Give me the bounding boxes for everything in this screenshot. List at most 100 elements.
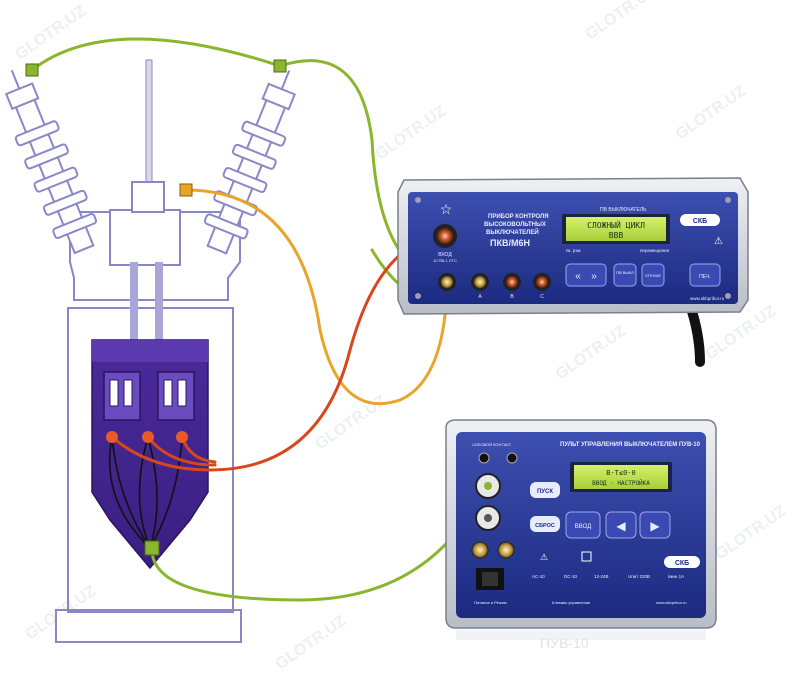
watermark-text: GLOTR.UZ [553,322,630,383]
contact-node-3 [176,431,188,443]
device1-model: ПКВ/М6Н [490,238,530,248]
device2-top-left-label: СИЛОВОЙ КОНТАКТ [472,442,512,447]
device2-footer-left: Питание и Режим [474,600,507,605]
arrow-right-icon: ▶ [650,519,660,533]
device2-label-0: AC-10 [532,574,545,579]
device1-pv-button[interactable] [613,263,637,287]
right-insulator [203,70,296,255]
connection-nodes [25,59,287,556]
device1-read-button[interactable] [641,263,665,287]
green-bridge-wire [30,37,282,72]
input-label-a: А [478,294,482,300]
watermark-text: GLOTR.UZ [373,102,450,163]
breaker-bushing-right [157,371,195,421]
device1-logo-badge [680,214,720,226]
watermark-text: GLOTR.UZ [273,612,350,673]
vhod-sub-label: 10 ПВ-1 ЛТС [433,258,457,263]
device2-label-4: Iмин 1А [668,574,684,579]
device2-brass-jack[interactable] [471,541,489,559]
device1-input-jacks: А В С [438,273,551,300]
breaker-base [55,609,242,643]
screw [725,197,731,203]
device2-enter-label: ВВОД [575,524,591,530]
device1-btn-read-label: ЧТЕНИЕ [645,273,662,278]
orange-lead-rod [184,188,449,406]
star-icon: ☆ [440,201,453,217]
device2-footer-mid: Клеммы управления [552,600,590,605]
circuit-breaker-illustration [4,59,296,643]
watermark-text: GLOTR.UZ [313,392,390,453]
device1-website: www.skbpribor.ru [690,296,725,301]
device1-lcd-sub-right: перемещение [640,248,670,253]
device1-btn-pv-label: ПВ ВЫКЛ [616,270,634,275]
device1-print-button[interactable] [689,263,721,287]
square-icon [581,551,592,562]
terminal-node-rod [179,183,193,197]
device2-brass-jack[interactable] [497,541,515,559]
breaker-frame [67,307,234,613]
vhod-label: ВХОД [438,252,452,258]
device2-enter-button[interactable] [565,511,601,539]
ground-node [144,540,160,556]
device1-lcd-line2: ВВВ [609,231,624,240]
contact-node-2 [142,431,154,443]
red-lead-1 [110,234,447,472]
device1-lcd [566,217,666,241]
breaker-internal-wires [108,436,183,549]
device1-lcd-line1: СЛОЖНЫЙ ЦИКЛ [587,219,645,230]
breaker-rod-housing [131,181,165,213]
device2-lcd-line1: В-Т≤0-0 [606,469,636,477]
device2-small-jack[interactable] [506,452,518,464]
device1-btn-next: » [591,271,597,282]
device2-reset-button[interactable] [530,516,560,532]
arrow-left-icon: ◀ [616,519,626,533]
device2-website: www.skbpribor.ru [656,600,686,605]
green-lead-control [150,484,488,602]
warning-icon: ⚠ [540,552,548,562]
red-lead-2 [146,435,217,467]
device2-start-button[interactable] [530,482,560,498]
device2-label-1: DC-10 [564,574,578,579]
warning-icon: ⚠ [714,236,723,247]
breaker-head-block [109,209,181,266]
device2-bottom-labels: AC-10 DC-10 12-24В Uпит 220В Iмин 1А [532,574,684,579]
screw [725,293,731,299]
screw [415,197,421,203]
pkv-m6n-device: ☆ ПРИБОР КОНТРОЛЯ ВЫСОКОВОЛЬТНЫХ ВЫКЛЮЧА… [397,177,749,315]
device1-nav-button[interactable] [565,263,607,287]
terminal-node-left [25,63,39,77]
device1-logo: СКБ [693,218,707,225]
vhod-jack[interactable] [437,228,453,244]
device1-title-line2: ВЫСОКОВОЛЬТНЫХ [484,222,546,228]
device2-start-label: ПУСК [537,489,553,495]
device1-btn-print-label: ПЕЧ. [699,274,711,280]
watermark-text: GLOTR.UZ [583,0,660,43]
device2-right-button[interactable] [639,511,671,539]
breaker-inner-rod [130,262,138,342]
device1-lcd-sub-left: пк. рзм [566,248,581,253]
device2-logo: СКБ [675,560,689,567]
terminal-node-right [273,59,287,73]
breaker-inner-rod [155,262,163,342]
puv-10-device: ПУЛЬТ УПРАВЛЕНИЯ ВЫКЛЮЧАТЕЛЕМ ПУВ-10 СИЛ… [445,419,717,651]
device1-title-line3: ВЫКЛЮЧАТЕЛЕЙ [486,228,539,236]
device2-label-3: Uпит 220В [628,574,650,579]
breaker-bushing-left [103,371,141,421]
watermark-text: GLOTR.UZ [13,2,90,63]
device2-reset-label: СБРОС [535,523,555,529]
device1-buttons: « » ПВ ВЫКЛ ЧТЕНИЕ ПЕЧ. [565,263,721,287]
contact-node-1 [106,431,118,443]
watermark-text: GLOTR.UZ [713,502,790,563]
device2-left-button[interactable] [605,511,637,539]
device2-logo-badge [664,556,700,568]
device2-lcd [574,465,668,489]
input-label-c: С [540,294,544,300]
power-cable [685,300,705,367]
device2-small-jack[interactable] [478,452,490,464]
device1-title-line1: ПРИБОР КОНТРОЛЯ [488,214,549,220]
device2-lcd-line2: ВВОД · НАСТРОЙКА [592,480,650,487]
device1-top-label: ПВ ВЫКЛЮЧАТЕЛЬ [600,207,647,213]
device2-title: ПУЛЬТ УПРАВЛЕНИЯ ВЫКЛЮЧАТЕЛЕМ ПУВ-10 [560,442,701,448]
screw [415,293,421,299]
